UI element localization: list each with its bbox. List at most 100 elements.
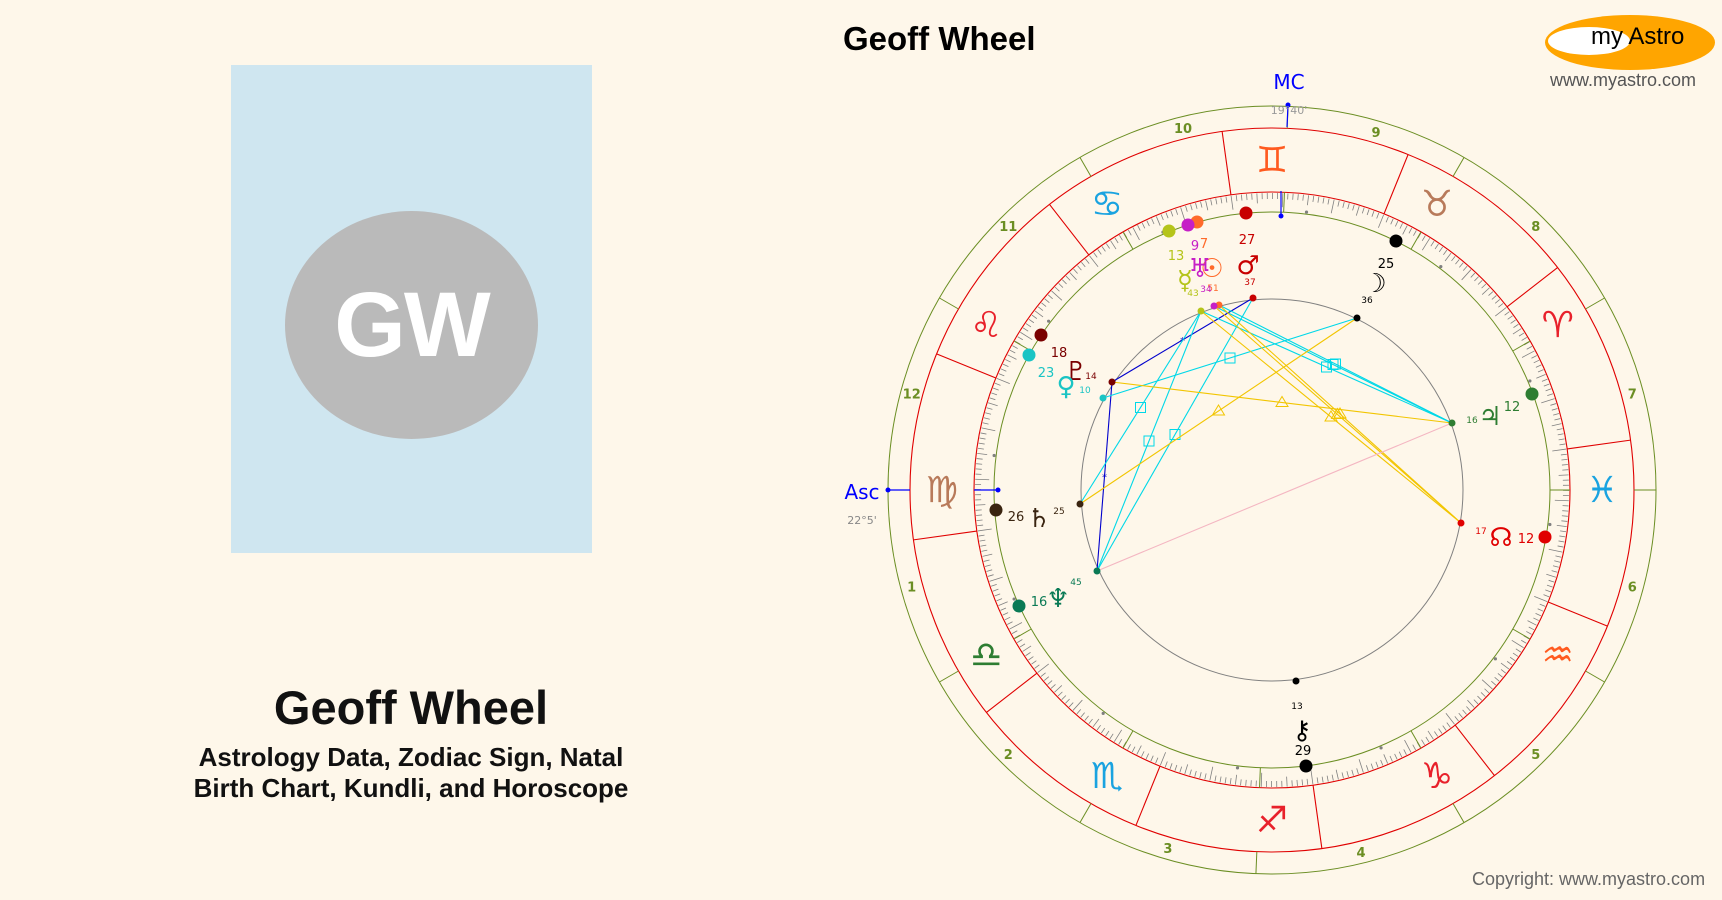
house-number: 5 xyxy=(1531,748,1540,763)
degree-tick xyxy=(1185,205,1188,212)
house-cusp-line xyxy=(1079,157,1092,177)
degree-tick xyxy=(1347,203,1350,210)
degree-tick xyxy=(1281,193,1284,208)
north-node-glyph-icon: ☊︎ xyxy=(1489,523,1512,553)
degree-tick xyxy=(1165,212,1169,219)
degree-tick xyxy=(1118,739,1123,745)
degree-tick xyxy=(1109,733,1114,740)
degree-tick xyxy=(1054,286,1060,292)
degree-tick xyxy=(1073,268,1078,274)
aspect-square xyxy=(1096,297,1254,572)
degree-tick xyxy=(1511,639,1524,649)
degree-tick xyxy=(1012,345,1018,349)
degree-tick xyxy=(1556,524,1567,528)
house-cusp-line xyxy=(939,670,959,683)
angle-markers: MC 19°40' Asc 22°5' xyxy=(844,70,1307,527)
degree-tick xyxy=(1017,639,1023,643)
degree-tick xyxy=(1521,350,1535,358)
house-cusp-line xyxy=(1585,297,1605,310)
degree-tick xyxy=(1141,751,1145,757)
degree-tick xyxy=(998,373,1005,377)
degree-tick xyxy=(1043,676,1050,681)
degree-tick xyxy=(1302,194,1304,201)
degree-tick xyxy=(1376,212,1380,219)
myastro-logo[interactable]: my Astro xyxy=(1545,15,1715,70)
degree-tick xyxy=(1513,323,1519,328)
avatar-initials: GW xyxy=(285,211,538,439)
degree-tick xyxy=(981,549,988,552)
planet-degree: 16 xyxy=(1031,595,1048,610)
degree-tick xyxy=(1337,200,1340,207)
degree-tick xyxy=(987,402,998,407)
degree-tick xyxy=(1159,752,1166,766)
degree-tick xyxy=(1358,759,1364,773)
degree-tick xyxy=(1480,692,1486,697)
degree-tick xyxy=(1022,327,1029,332)
planet-inner-dot xyxy=(1076,500,1084,508)
degree-tick xyxy=(1552,565,1559,568)
sign-divider xyxy=(986,672,1038,713)
house-cusp-line xyxy=(1079,803,1092,823)
planet-minute: 17 xyxy=(1475,527,1486,537)
degree-tick xyxy=(1528,626,1535,631)
degree-tick xyxy=(1034,310,1044,318)
planet-degree: 12 xyxy=(1518,532,1535,547)
degree-tick xyxy=(1556,428,1563,431)
sign-glyph-libra-icon: ♎︎ xyxy=(970,635,1002,676)
decan-dot xyxy=(1047,319,1051,323)
sign-glyph-virgo-icon: ♍︎ xyxy=(926,470,958,511)
degree-tick xyxy=(1145,753,1150,760)
degree-tick xyxy=(979,437,986,440)
degree-tick xyxy=(1537,369,1544,373)
neptune-glyph-icon: ♆︎ xyxy=(1046,584,1069,614)
house-number: 6 xyxy=(1628,581,1637,596)
degree-tick xyxy=(977,452,988,456)
degree-tick xyxy=(1551,423,1562,427)
degree-tick xyxy=(1454,716,1459,722)
degree-tick xyxy=(1500,669,1507,674)
planet-inner-dot xyxy=(1210,302,1218,310)
house-cusp-tick xyxy=(1283,192,1285,213)
degree-tick xyxy=(996,598,1003,602)
planet-ring-dot xyxy=(1239,206,1253,220)
degree-tick xyxy=(1421,238,1431,251)
degree-tick xyxy=(1101,246,1106,252)
degree-tick xyxy=(1180,207,1186,221)
degree-tick xyxy=(1526,346,1533,350)
degree-tick xyxy=(1310,770,1314,785)
trine-aspect-icon xyxy=(1330,407,1345,419)
degree-tick xyxy=(1557,545,1564,548)
degree-tick xyxy=(1065,698,1070,704)
decan-dot xyxy=(1012,597,1016,601)
degree-tick xyxy=(1458,712,1463,719)
degree-tick xyxy=(1190,204,1193,211)
degree-tick xyxy=(1541,398,1555,404)
degree-tick xyxy=(986,569,993,572)
chiron-glyph-icon: ⚷︎ xyxy=(1292,716,1311,746)
degree-tick xyxy=(1473,699,1479,705)
degree-tick xyxy=(1352,204,1355,211)
degree-tick xyxy=(1009,349,1016,354)
aspect-lines: ** xyxy=(1079,297,1462,572)
person-name: Geoff Wheel xyxy=(273,681,549,734)
planet-ring-dot xyxy=(1538,530,1552,544)
degree-tick xyxy=(1002,612,1009,616)
sun-glyph-icon: ☉︎ xyxy=(1200,254,1223,284)
degree-tick xyxy=(1069,272,1077,281)
planet-minute: 43 xyxy=(1187,289,1198,299)
house-cusp-line xyxy=(1452,803,1465,823)
mc-inner-dot xyxy=(1278,213,1284,219)
decan-dot xyxy=(1235,766,1240,770)
planet-minute: 34 xyxy=(1200,285,1212,295)
sign-divider xyxy=(1383,154,1409,215)
house-cusp-tick xyxy=(1122,231,1134,250)
logo-url-link[interactable]: www.myastro.com xyxy=(1550,70,1697,90)
planet-ring-dot xyxy=(989,503,1003,517)
degree-tick xyxy=(990,583,997,587)
planet-degree: 18 xyxy=(1051,346,1068,361)
planet-degree: 29 xyxy=(1295,744,1312,759)
degree-tick xyxy=(976,514,983,516)
